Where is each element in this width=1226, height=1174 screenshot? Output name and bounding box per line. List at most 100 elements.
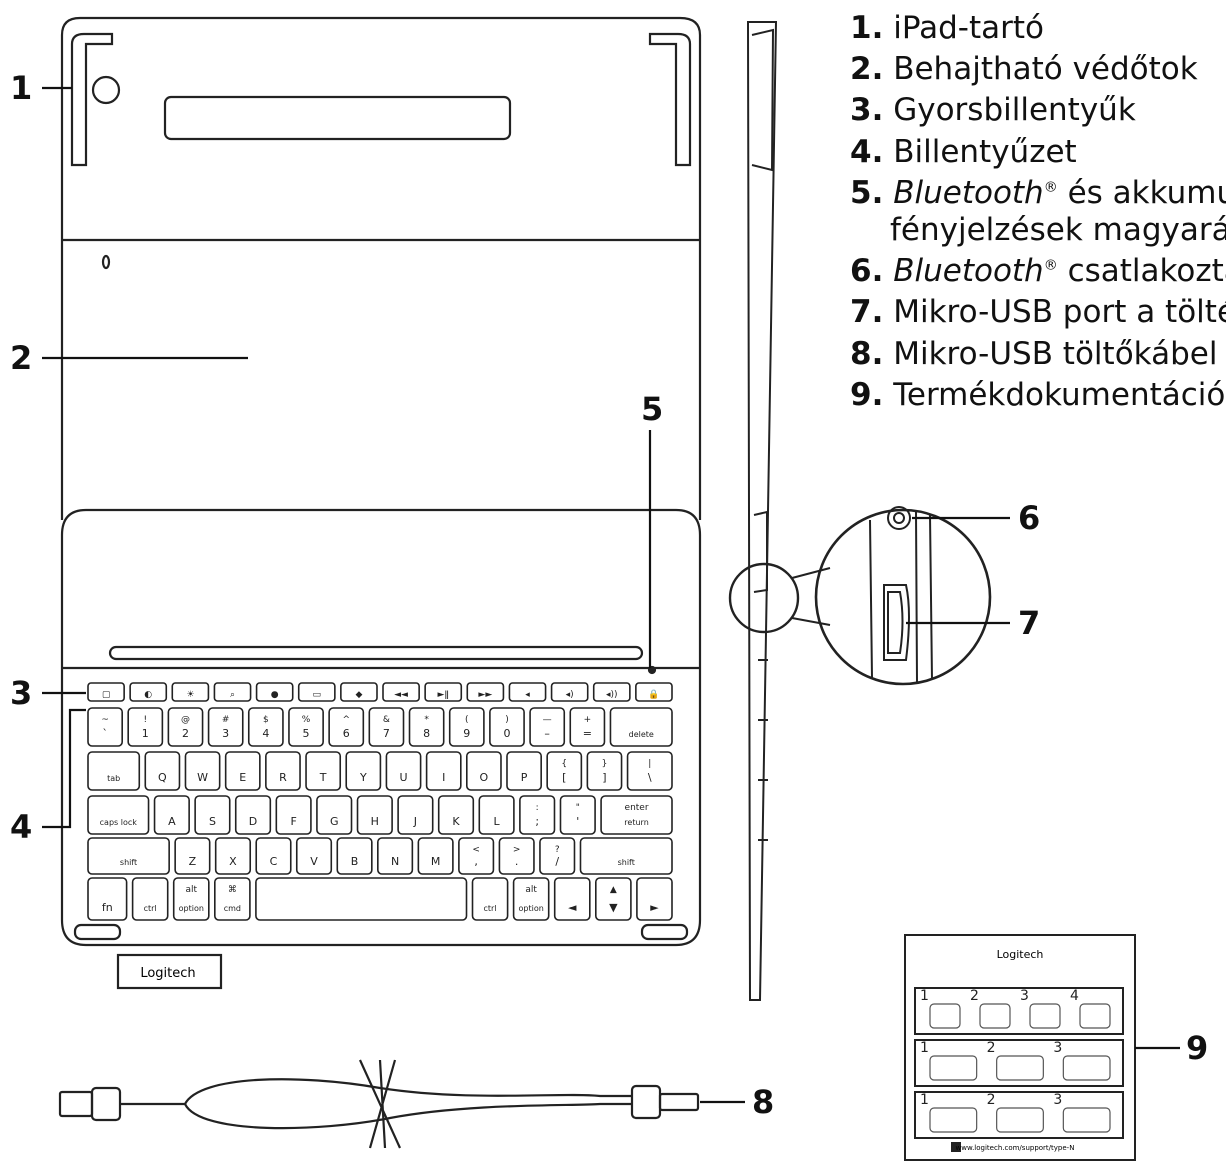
usb-a-housing [92, 1088, 120, 1120]
keyboard-case-drawing [62, 18, 700, 988]
legend-text: Billentyűzet [893, 134, 1076, 170]
legend-text: iPad-tartó [893, 10, 1044, 46]
zoom-link-bottom [792, 618, 830, 625]
key-label: 1 [142, 727, 149, 740]
side-keyboard-edge [754, 512, 767, 592]
key-top-label: : [536, 803, 539, 813]
key-top-label: & [383, 715, 390, 725]
legend-num: 2. [850, 51, 883, 87]
doc-step-illustration [1080, 1004, 1110, 1028]
key-top-label: { [561, 759, 567, 769]
legend-num: 7. [850, 294, 883, 330]
brand-tab-label: Logitech [140, 966, 195, 981]
key-label: Q [158, 771, 167, 784]
fkey-label: ◄◄ [394, 690, 408, 700]
key-label: 3 [222, 727, 229, 740]
cable-tie [360, 1060, 400, 1148]
legend-text: Gyorsbillentyűk [893, 92, 1136, 128]
legend-text: Mikro-USB töltőkábel [893, 336, 1217, 372]
legend-text: és akkumulátor [1058, 175, 1226, 211]
legend-item-4: 4. Billentyűzet [850, 134, 1226, 171]
doc-step-number: 1 [920, 988, 929, 1004]
callout-2: 2 [10, 339, 32, 377]
left-clip [72, 34, 112, 165]
fkey-label: ● [271, 690, 279, 700]
key-label: Z [189, 855, 197, 868]
key-label: ► [650, 901, 659, 914]
legend-item-9: 9. Termékdokumentáció [850, 377, 1226, 414]
doc-step-illustration [1063, 1108, 1110, 1132]
doc-step-number: 1 [920, 1092, 929, 1108]
callout-6: 6 [1018, 499, 1040, 537]
fkey-label: ▢ [102, 690, 111, 700]
right-foot [642, 925, 687, 939]
doc-step-numbers: 1234123123 [920, 988, 1110, 1132]
cable-loop-top [185, 1079, 632, 1104]
key-label: 9 [463, 727, 470, 740]
key-label: 7 [383, 727, 390, 740]
fkey-label: ⌕ [230, 690, 235, 700]
key-label: O [480, 771, 489, 784]
micro-usb-housing [632, 1086, 660, 1118]
key-top-label: ) [505, 715, 509, 725]
key-top-label: @ [181, 715, 190, 725]
key-top-label: ▲ [610, 885, 617, 895]
key-label: A [168, 815, 176, 828]
legend-item-1: 1. iPad-tartó [850, 10, 1226, 47]
key-label: P [521, 771, 528, 784]
legend-item-6: 6. Bluetooth® csatlakoztatás [850, 253, 1226, 290]
key [133, 878, 168, 920]
keyboard-keys: ▢◐☀⌕●▭◆◄◄►ǁ►►◂◂)◂))🔒~`!1@2#3$4%5^6&7*8(9… [88, 683, 672, 920]
callout-9: 9 [1186, 1029, 1208, 1067]
key-label: – [544, 727, 550, 740]
usb-cable-drawing [60, 1060, 698, 1148]
ipad-groove [110, 647, 642, 659]
doc-step-number: 2 [970, 988, 979, 1004]
doc-step-number: 3 [1053, 1040, 1062, 1056]
key-label: W [197, 771, 208, 784]
doc-brand: Logitech [997, 948, 1044, 961]
bluetooth-button-inner [894, 513, 904, 523]
key-label: option [519, 904, 544, 913]
callout-5: 5 [641, 390, 663, 428]
key-label: G [330, 815, 339, 828]
key-label: L [494, 815, 501, 828]
key-label: tab [107, 774, 120, 783]
doc-panel-3 [915, 1092, 1123, 1138]
key-label: 8 [423, 727, 430, 740]
key-label: [ [562, 771, 566, 784]
legend-num: 6. [850, 253, 883, 289]
legend-item-2: 2. Behajtható védőtok [850, 51, 1226, 88]
key-top-label: $ [263, 715, 269, 725]
cable-loop-bottom [185, 1104, 632, 1128]
key-label: 2 [182, 727, 189, 740]
key-top-label: ~ [101, 715, 109, 725]
key-top-label: % [302, 715, 311, 725]
legend-text: Behajtható védőtok [893, 51, 1198, 87]
legend-continuation: fényjelzések magyarázata [850, 212, 1226, 249]
key-top-label: — [543, 715, 552, 725]
legend-num: 5. [850, 175, 883, 211]
key-label: F [290, 815, 296, 828]
camera-hole [93, 77, 119, 103]
documentation-drawing [905, 935, 1135, 1160]
doc-step-number: 1 [920, 1040, 929, 1056]
doc-step-number: 3 [1020, 988, 1029, 1004]
key-top-label: " [576, 803, 580, 813]
key-label: R [279, 771, 287, 784]
key [473, 878, 508, 920]
key-label: U [399, 771, 407, 784]
key-label: E [239, 771, 246, 784]
fkey-label: ◆ [355, 690, 362, 700]
micro-usb-plug [660, 1094, 698, 1110]
callout-4: 4 [10, 808, 32, 846]
legend-item-8: 8. Mikro-USB töltőkábel [850, 336, 1226, 373]
legend-item-5: 5. Bluetooth® és akkumulátorfényjelzések… [850, 175, 1226, 249]
key-label: ctrl [484, 904, 497, 913]
left-foot [75, 925, 120, 939]
legend-num: 8. [850, 336, 883, 372]
key-label: = [583, 727, 592, 740]
key-label: 4 [262, 727, 269, 740]
key-label: X [229, 855, 237, 868]
key-label: S [209, 815, 216, 828]
